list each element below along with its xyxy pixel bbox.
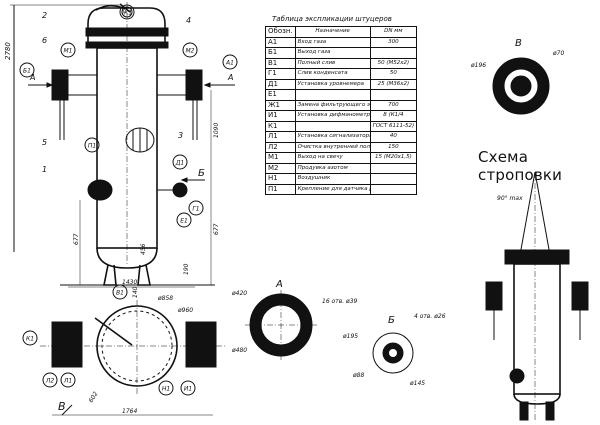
callout-bubble — [119, 4, 135, 20]
dim-677-left: 677 — [73, 233, 80, 245]
leader-4: 4 — [186, 16, 191, 25]
flange-a1-left — [51, 69, 69, 101]
arrow-label-b: Б — [198, 168, 205, 179]
callout-bubble — [176, 212, 192, 228]
nozzle-g1 — [172, 182, 188, 198]
dim-a-420: ø420 — [231, 290, 247, 297]
cell-dn: 40 — [369, 131, 418, 143]
leader-3: 3 — [178, 131, 183, 140]
callout-bubble — [222, 54, 238, 70]
dim-456: 456 — [140, 243, 147, 255]
callout-bubble — [172, 154, 188, 170]
dim-b-holes: 4 отв. ø26 — [414, 313, 446, 320]
main-elevation-view: 2780 А А — [4, 2, 238, 300]
callout-label: М1 — [64, 48, 73, 55]
dim-858: ø858 — [157, 295, 173, 302]
dim-a-480: ø480 — [231, 347, 247, 354]
callout-label: В1 — [116, 290, 124, 297]
dim-a-holes: 16 отв. ø39 — [322, 298, 358, 305]
leader-5: 5 — [42, 138, 47, 147]
sling-angle: 90° max — [497, 195, 523, 202]
arrow-label-v: В — [58, 400, 66, 413]
dim-b-145: ø145 — [409, 380, 425, 387]
callout-bubble — [60, 42, 76, 58]
callout-bubble — [182, 42, 198, 58]
dim-602: 602 — [88, 390, 100, 404]
callout-bubble — [22, 330, 38, 346]
view-b-title: Б — [388, 315, 395, 326]
view-v-title: В — [515, 38, 522, 49]
arrow-label-a-right: А — [227, 73, 233, 82]
flange-a1-right — [185, 69, 203, 101]
table-title: Таблица экспликации штуцеров — [272, 15, 392, 23]
nozzle-l2 — [87, 179, 113, 201]
callout-bubble — [42, 372, 58, 388]
dim-v-196: ø196 — [470, 62, 486, 69]
dim-b-195: ø195 — [342, 333, 358, 340]
sling-scheme-title: Схема строповки — [478, 148, 563, 184]
cell-dn — [369, 173, 418, 185]
arrow-label-a-left: А — [29, 73, 35, 82]
callout-bubble — [188, 200, 204, 216]
callout-label: Ж1 — [121, 10, 132, 17]
sling-vessel — [513, 263, 561, 395]
dim-1430: 1430 — [122, 279, 137, 286]
cell-dn — [369, 162, 418, 174]
dim-190: 190 — [183, 263, 190, 275]
cell-dn: 150 — [369, 141, 418, 153]
callout-label: К1 — [26, 336, 34, 343]
plan-flange-left — [51, 321, 83, 368]
callout-label: Б1 — [23, 68, 31, 75]
callout-bubble — [180, 380, 196, 396]
view-a: А ø420 ø480 16 отв. ø39 — [231, 279, 358, 360]
callout-label: Л1 — [63, 378, 72, 385]
callout-label: П1 — [88, 143, 96, 150]
sling-top-flange — [504, 249, 570, 265]
callout-label: М2 — [186, 48, 195, 55]
callout-label: Д1 — [175, 160, 185, 167]
dim-height: 2780 — [4, 42, 12, 60]
dim-v-70: ø70 — [552, 50, 564, 57]
callout-label: Г1 — [192, 206, 199, 213]
leader-1: 1 — [42, 165, 47, 174]
view-b: Б 4 отв. ø26 ø195 ø88 ø145 — [342, 313, 446, 387]
callout-bubble — [158, 380, 174, 396]
callout-bubble — [112, 284, 128, 300]
callout-label: Л2 — [45, 378, 55, 385]
callout-label: И1 — [184, 386, 192, 393]
flange-b — [372, 332, 414, 374]
callout-bubble — [60, 372, 76, 388]
view-a-title: А — [275, 279, 283, 290]
dim-1764: 1764 — [122, 408, 137, 415]
dim-1090: 1090 — [213, 123, 220, 138]
callout-label: А1 — [225, 60, 234, 67]
leader-2: 2 — [42, 11, 47, 20]
dim-677-right: 677 — [213, 223, 220, 235]
plan-flange-right — [185, 321, 217, 368]
leader-6: 6 — [42, 36, 47, 45]
cell-dn — [369, 183, 418, 195]
callout-bubble — [19, 62, 35, 78]
sling-scheme: 90° max — [485, 171, 589, 421]
dim-960: ø960 — [177, 307, 193, 314]
view-v: В ø196 ø70 — [470, 38, 564, 115]
cell-dn: 15 (М20х1,5) — [369, 152, 418, 164]
dim-b-88: ø88 — [352, 372, 364, 379]
cell-dn: ГОСТ 6111-52) — [369, 120, 418, 132]
dim-140: 140 — [132, 286, 139, 298]
callout-label: Е1 — [180, 218, 188, 225]
callout-label: Н1 — [162, 386, 170, 393]
callout-bubble — [84, 137, 100, 153]
